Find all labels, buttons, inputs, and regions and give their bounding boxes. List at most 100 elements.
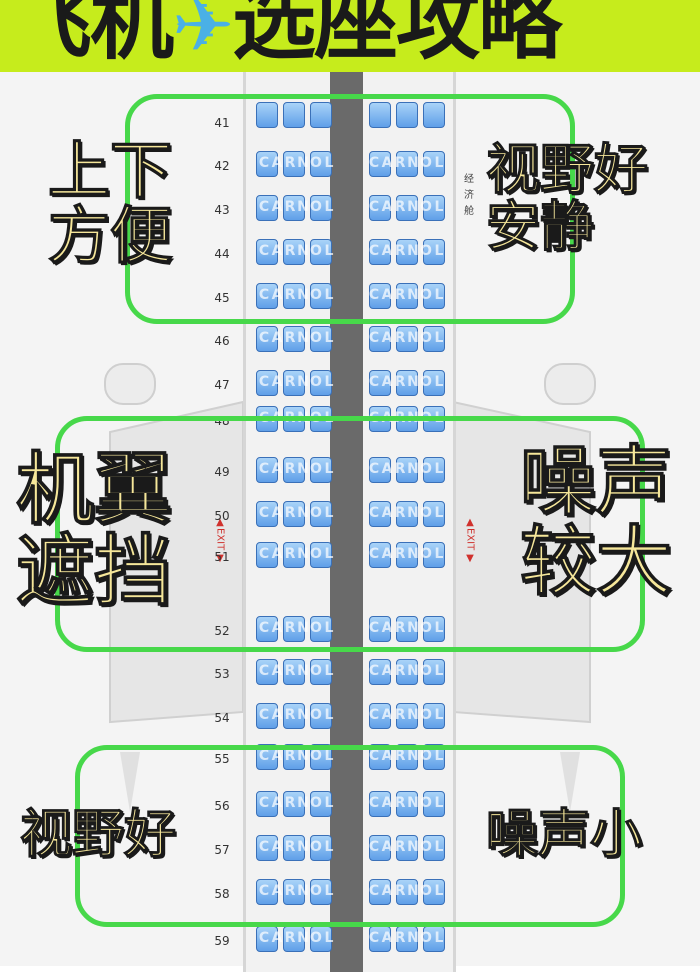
seat[interactable] [283, 659, 305, 685]
seat[interactable] [369, 835, 391, 861]
seat[interactable] [396, 370, 418, 396]
seat[interactable] [310, 102, 332, 128]
seat[interactable] [396, 744, 418, 770]
seat[interactable] [369, 879, 391, 905]
seat[interactable] [283, 835, 305, 861]
seat[interactable] [396, 791, 418, 817]
seat[interactable] [310, 616, 332, 642]
seat[interactable] [396, 457, 418, 483]
seat[interactable] [396, 703, 418, 729]
seat[interactable] [423, 744, 445, 770]
seat[interactable] [423, 703, 445, 729]
seat[interactable] [369, 791, 391, 817]
seat[interactable] [396, 616, 418, 642]
seat[interactable] [423, 879, 445, 905]
seat[interactable] [310, 703, 332, 729]
seat[interactable] [283, 283, 305, 309]
seat[interactable] [283, 791, 305, 817]
seat[interactable] [256, 239, 278, 265]
seat[interactable] [423, 370, 445, 396]
seat[interactable] [256, 791, 278, 817]
seat[interactable] [369, 703, 391, 729]
seat[interactable] [256, 326, 278, 352]
seat[interactable] [396, 501, 418, 527]
seat[interactable] [369, 283, 391, 309]
seat[interactable] [423, 326, 445, 352]
seat[interactable] [396, 102, 418, 128]
seat[interactable] [310, 542, 332, 568]
seat[interactable] [283, 326, 305, 352]
seat[interactable] [396, 195, 418, 221]
seat[interactable] [256, 283, 278, 309]
seat[interactable] [423, 835, 445, 861]
seat[interactable] [423, 195, 445, 221]
seat[interactable] [310, 501, 332, 527]
seat[interactable] [256, 542, 278, 568]
seat[interactable] [283, 370, 305, 396]
seat[interactable] [423, 239, 445, 265]
seat[interactable] [310, 659, 332, 685]
seat[interactable] [283, 703, 305, 729]
seat[interactable] [256, 195, 278, 221]
seat[interactable] [369, 542, 391, 568]
seat[interactable] [310, 791, 332, 817]
seat[interactable] [310, 151, 332, 177]
seat[interactable] [423, 283, 445, 309]
seat[interactable] [310, 239, 332, 265]
seat[interactable] [283, 102, 305, 128]
seat[interactable] [369, 457, 391, 483]
seat[interactable] [369, 102, 391, 128]
seat[interactable] [396, 239, 418, 265]
seat[interactable] [396, 326, 418, 352]
seat[interactable] [256, 744, 278, 770]
seat[interactable] [283, 501, 305, 527]
seat[interactable] [283, 151, 305, 177]
seat[interactable] [423, 457, 445, 483]
seat[interactable] [369, 370, 391, 396]
seat[interactable] [396, 879, 418, 905]
seat[interactable] [423, 151, 445, 177]
seat[interactable] [283, 744, 305, 770]
seat[interactable] [396, 283, 418, 309]
seat[interactable] [310, 457, 332, 483]
seat[interactable] [283, 616, 305, 642]
seat[interactable] [256, 616, 278, 642]
seat[interactable] [369, 501, 391, 527]
seat[interactable] [310, 370, 332, 396]
seat[interactable] [256, 501, 278, 527]
seat[interactable] [283, 879, 305, 905]
seat[interactable] [369, 659, 391, 685]
seat[interactable] [310, 283, 332, 309]
seat[interactable] [396, 835, 418, 861]
seat[interactable] [310, 835, 332, 861]
seat[interactable] [423, 616, 445, 642]
seat[interactable] [310, 744, 332, 770]
seat[interactable] [283, 542, 305, 568]
seat[interactable] [423, 659, 445, 685]
seat[interactable] [423, 791, 445, 817]
seat[interactable] [369, 151, 391, 177]
seat[interactable] [283, 239, 305, 265]
seat[interactable] [256, 102, 278, 128]
seat[interactable] [310, 879, 332, 905]
seat[interactable] [310, 326, 332, 352]
seat[interactable] [369, 744, 391, 770]
seat[interactable] [283, 457, 305, 483]
seat[interactable] [396, 542, 418, 568]
seat[interactable] [283, 195, 305, 221]
seat[interactable] [256, 879, 278, 905]
seat[interactable] [256, 659, 278, 685]
seat[interactable] [256, 151, 278, 177]
seat[interactable] [256, 703, 278, 729]
seat[interactable] [310, 195, 332, 221]
seat[interactable] [369, 326, 391, 352]
seat[interactable] [396, 659, 418, 685]
seat[interactable] [256, 457, 278, 483]
seat[interactable] [396, 151, 418, 177]
seat[interactable] [369, 616, 391, 642]
seat[interactable] [423, 542, 445, 568]
seat[interactable] [369, 239, 391, 265]
seat[interactable] [256, 370, 278, 396]
seat[interactable] [369, 195, 391, 221]
seat[interactable] [256, 835, 278, 861]
